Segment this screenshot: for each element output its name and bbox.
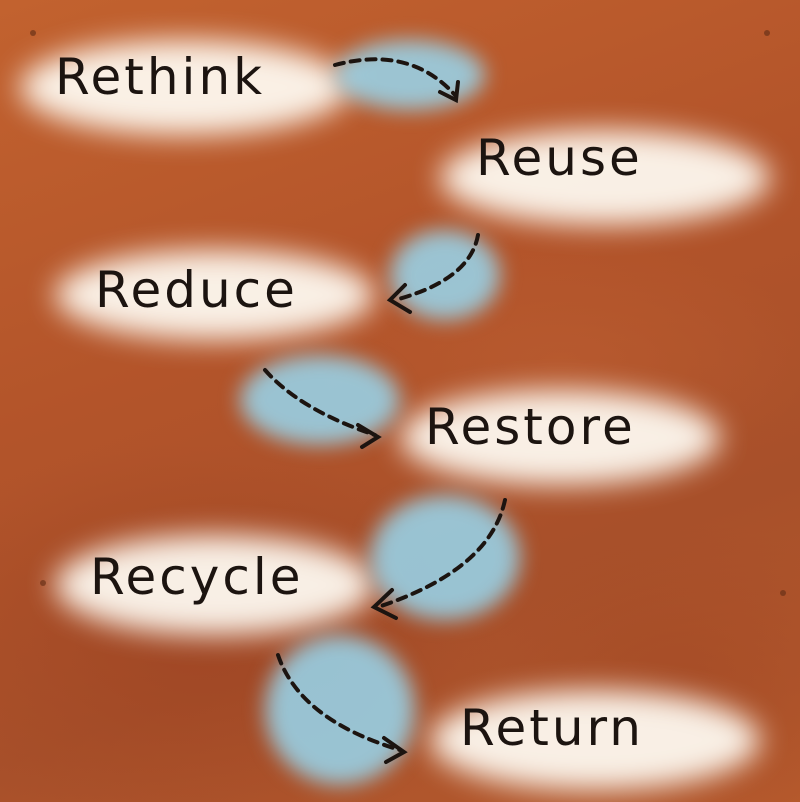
arrow-recycle-to-return: [276, 653, 402, 752]
arrow-recycle-to-return-head: [382, 736, 408, 764]
step-reuse: Reuse: [476, 129, 643, 187]
rivet: [30, 30, 36, 36]
white-paint-patch: [440, 130, 770, 225]
arrow-reduce-to-restore: [263, 368, 377, 437]
white-paint-patch: [430, 690, 760, 790]
white-paint-patch: [55, 535, 375, 635]
step-reduce: Reduce: [95, 261, 298, 319]
white-paint-patch: [20, 40, 350, 135]
arrow-restore-to-recycle: [376, 498, 507, 609]
white-paint-patch: [400, 390, 720, 485]
arrow-restore-to-recycle-head: [370, 588, 398, 620]
rivet: [764, 30, 770, 36]
arrow-reuse-to-reduce-head: [386, 283, 412, 314]
blue-paint-patch: [390, 230, 500, 320]
step-restore: Restore: [425, 398, 636, 456]
arrow-rethink-to-reuse: [333, 57, 457, 97]
rivet: [40, 580, 46, 586]
blue-paint-patch: [335, 40, 485, 110]
arrow-rethink-to-reuse-head: [438, 80, 460, 104]
step-recycle: Recycle: [90, 548, 304, 606]
step-rethink: Rethink: [55, 48, 266, 106]
rivet: [780, 590, 786, 596]
blue-paint-patch: [370, 495, 520, 620]
step-return: Return: [460, 699, 644, 757]
white-paint-patch: [55, 250, 375, 340]
arrow-reduce-to-restore-head: [356, 423, 382, 449]
arrow-reuse-to-reduce: [393, 233, 480, 302]
